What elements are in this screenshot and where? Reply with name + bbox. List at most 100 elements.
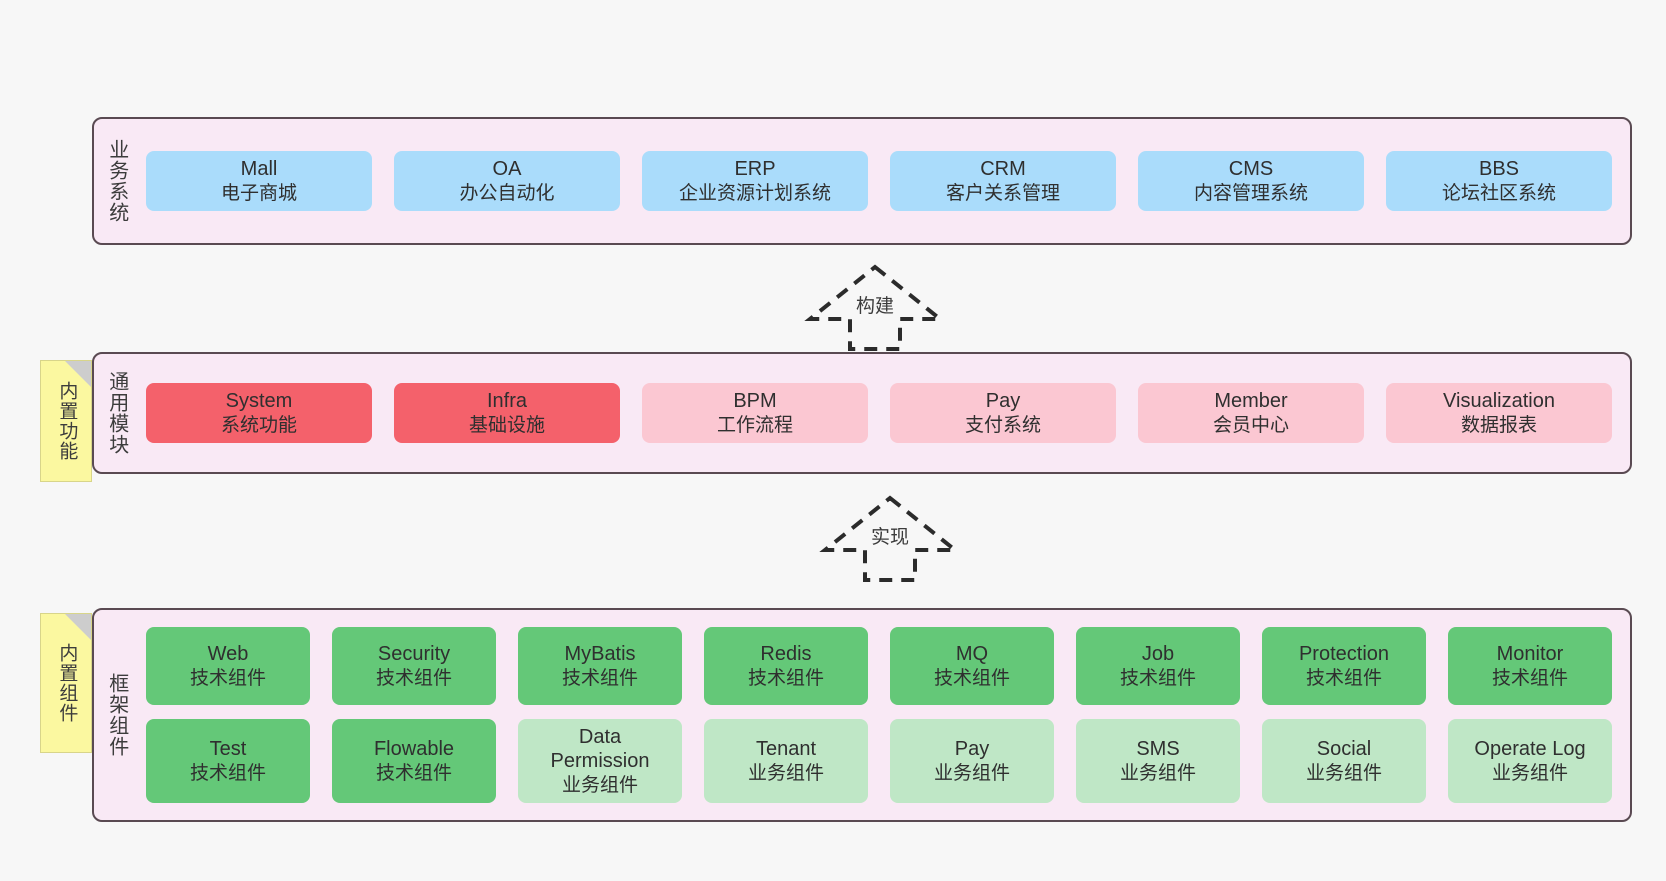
- layer-title-framework-components: 框架组件: [105, 673, 128, 757]
- node-subtitle: 会员中心: [1212, 414, 1289, 436]
- connector-label-implement: 实现: [870, 527, 910, 548]
- node-web[interactable]: Web 技术组件: [146, 627, 310, 705]
- connector-build: 构建: [800, 263, 950, 351]
- node-title: Member: [1214, 390, 1288, 413]
- node-test[interactable]: Test 技术组件: [146, 719, 310, 803]
- node-redis[interactable]: Redis 技术组件: [704, 627, 868, 705]
- node-erp[interactable]: ERP 企业资源计划系统: [642, 151, 868, 211]
- node-operate-log[interactable]: Operate Log 业务组件: [1448, 719, 1612, 803]
- node-title: Redis: [760, 643, 812, 666]
- node-subtitle: 技术组件: [189, 667, 266, 689]
- node-security[interactable]: Security 技术组件: [332, 627, 496, 705]
- node-pay-component[interactable]: Pay 业务组件: [890, 719, 1054, 803]
- node-title: Social: [1316, 738, 1372, 761]
- node-subtitle: 业务组件: [747, 762, 824, 784]
- layer-title-common-modules: 通用模块: [105, 371, 128, 455]
- node-row: Web 技术组件 Security 技术组件 MyBatis 技术组件 Redi…: [146, 627, 1612, 705]
- layer-panel-common-modules: 通用模块 System 系统功能 Infra 基础设施 BPM 工作流程 Pay…: [92, 352, 1632, 474]
- node-title: System: [225, 390, 293, 413]
- node-tenant[interactable]: Tenant 业务组件: [704, 719, 868, 803]
- node-job[interactable]: Job 技术组件: [1076, 627, 1240, 705]
- node-system[interactable]: System 系统功能: [146, 383, 372, 443]
- node-title: CMS: [1228, 158, 1274, 181]
- node-subtitle: 技术组件: [933, 667, 1010, 689]
- node-subtitle: 技术组件: [375, 667, 452, 689]
- node-title: Monitor: [1496, 643, 1564, 666]
- node-subtitle: 论坛社区系统: [1441, 182, 1556, 204]
- node-title: MQ: [955, 643, 989, 666]
- layer-body-business-systems: Mall 电子商城 OA 办公自动化 ERP 企业资源计划系统 CRM 客户关系…: [138, 119, 1630, 243]
- dashed-hollow-arrow-up-icon: [804, 264, 946, 351]
- node-subtitle: 客户关系管理: [945, 182, 1060, 204]
- node-bpm[interactable]: BPM 工作流程: [642, 383, 868, 443]
- node-data-permission[interactable]: Data Permission 业务组件: [518, 719, 682, 803]
- node-crm[interactable]: CRM 客户关系管理: [890, 151, 1116, 211]
- node-cms[interactable]: CMS 内容管理系统: [1138, 151, 1364, 211]
- node-title: Protection: [1298, 643, 1390, 666]
- node-title: ERP: [734, 158, 776, 181]
- node-row: System 系统功能 Infra 基础设施 BPM 工作流程 Pay 支付系统…: [146, 383, 1612, 443]
- node-subtitle: 支付系统: [964, 414, 1041, 436]
- node-title: BBS: [1478, 158, 1520, 181]
- node-subtitle: 业务组件: [1491, 762, 1568, 784]
- node-subtitle: 业务组件: [1119, 762, 1196, 784]
- node-mybatis[interactable]: MyBatis 技术组件: [518, 627, 682, 705]
- node-subtitle: 业务组件: [933, 762, 1010, 784]
- node-title: Security: [377, 643, 451, 666]
- node-subtitle: 技术组件: [189, 762, 266, 784]
- node-pay[interactable]: Pay 支付系统: [890, 383, 1116, 443]
- node-title: Mall: [240, 158, 278, 181]
- layer-body-framework-components: Web 技术组件 Security 技术组件 MyBatis 技术组件 Redi…: [138, 610, 1630, 820]
- node-subtitle: 技术组件: [1119, 667, 1196, 689]
- node-title: Infra: [486, 390, 528, 413]
- node-subtitle: 业务组件: [1305, 762, 1382, 784]
- sticky-note-builtin-components: 内置组件: [40, 613, 92, 753]
- node-title: Tenant: [755, 738, 817, 761]
- node-monitor[interactable]: Monitor 技术组件: [1448, 627, 1612, 705]
- node-flowable[interactable]: Flowable 技术组件: [332, 719, 496, 803]
- node-infra[interactable]: Infra 基础设施: [394, 383, 620, 443]
- node-subtitle: 技术组件: [375, 762, 452, 784]
- node-subtitle: 企业资源计划系统: [678, 182, 831, 204]
- node-title: Data Permission: [550, 726, 650, 773]
- node-subtitle: 业务组件: [561, 774, 638, 796]
- node-mq[interactable]: MQ 技术组件: [890, 627, 1054, 705]
- node-title: Pay: [954, 738, 990, 761]
- node-protection[interactable]: Protection 技术组件: [1262, 627, 1426, 705]
- sticky-note-builtin-features: 内置功能: [40, 360, 92, 482]
- node-subtitle: 技术组件: [747, 667, 824, 689]
- node-title: Test: [209, 738, 247, 761]
- node-title: SMS: [1136, 738, 1180, 761]
- connector-label-build: 构建: [855, 296, 895, 317]
- node-social[interactable]: Social 业务组件: [1262, 719, 1426, 803]
- node-subtitle: 电子商城: [220, 182, 297, 204]
- node-subtitle: 技术组件: [561, 667, 638, 689]
- node-title: CRM: [980, 158, 1026, 181]
- layer-panel-business-systems: 业务系统 Mall 电子商城 OA 办公自动化 ERP 企业资源计划系统 CRM…: [92, 117, 1632, 245]
- node-title: Job: [1141, 643, 1175, 666]
- node-row: Test 技术组件 Flowable 技术组件 Data Permission …: [146, 719, 1612, 803]
- node-visualization[interactable]: Visualization 数据报表: [1386, 383, 1612, 443]
- dashed-hollow-arrow-up-icon: [819, 495, 961, 582]
- folded-corner-icon: [65, 614, 91, 640]
- layer-title-business-systems: 业务系统: [105, 139, 128, 223]
- layer-body-common-modules: System 系统功能 Infra 基础设施 BPM 工作流程 Pay 支付系统…: [138, 354, 1630, 472]
- node-subtitle: 技术组件: [1305, 667, 1382, 689]
- node-title: Visualization: [1443, 390, 1555, 413]
- node-title: OA: [492, 158, 522, 181]
- node-subtitle: 办公自动化: [459, 182, 555, 204]
- folded-corner-icon: [65, 361, 91, 387]
- node-subtitle: 基础设施: [468, 414, 545, 436]
- node-row: Mall 电子商城 OA 办公自动化 ERP 企业资源计划系统 CRM 客户关系…: [146, 151, 1612, 211]
- node-bbs[interactable]: BBS 论坛社区系统: [1386, 151, 1612, 211]
- node-subtitle: 数据报表: [1460, 414, 1537, 436]
- node-title: BPM: [733, 390, 777, 413]
- node-sms[interactable]: SMS 业务组件: [1076, 719, 1240, 803]
- node-mall[interactable]: Mall 电子商城: [146, 151, 372, 211]
- node-subtitle: 工作流程: [716, 414, 793, 436]
- node-oa[interactable]: OA 办公自动化: [394, 151, 620, 211]
- node-title: Pay: [985, 390, 1021, 413]
- layer-panel-framework-components: 框架组件 Web 技术组件 Security 技术组件 MyBatis 技术组件…: [92, 608, 1632, 822]
- node-member[interactable]: Member 会员中心: [1138, 383, 1364, 443]
